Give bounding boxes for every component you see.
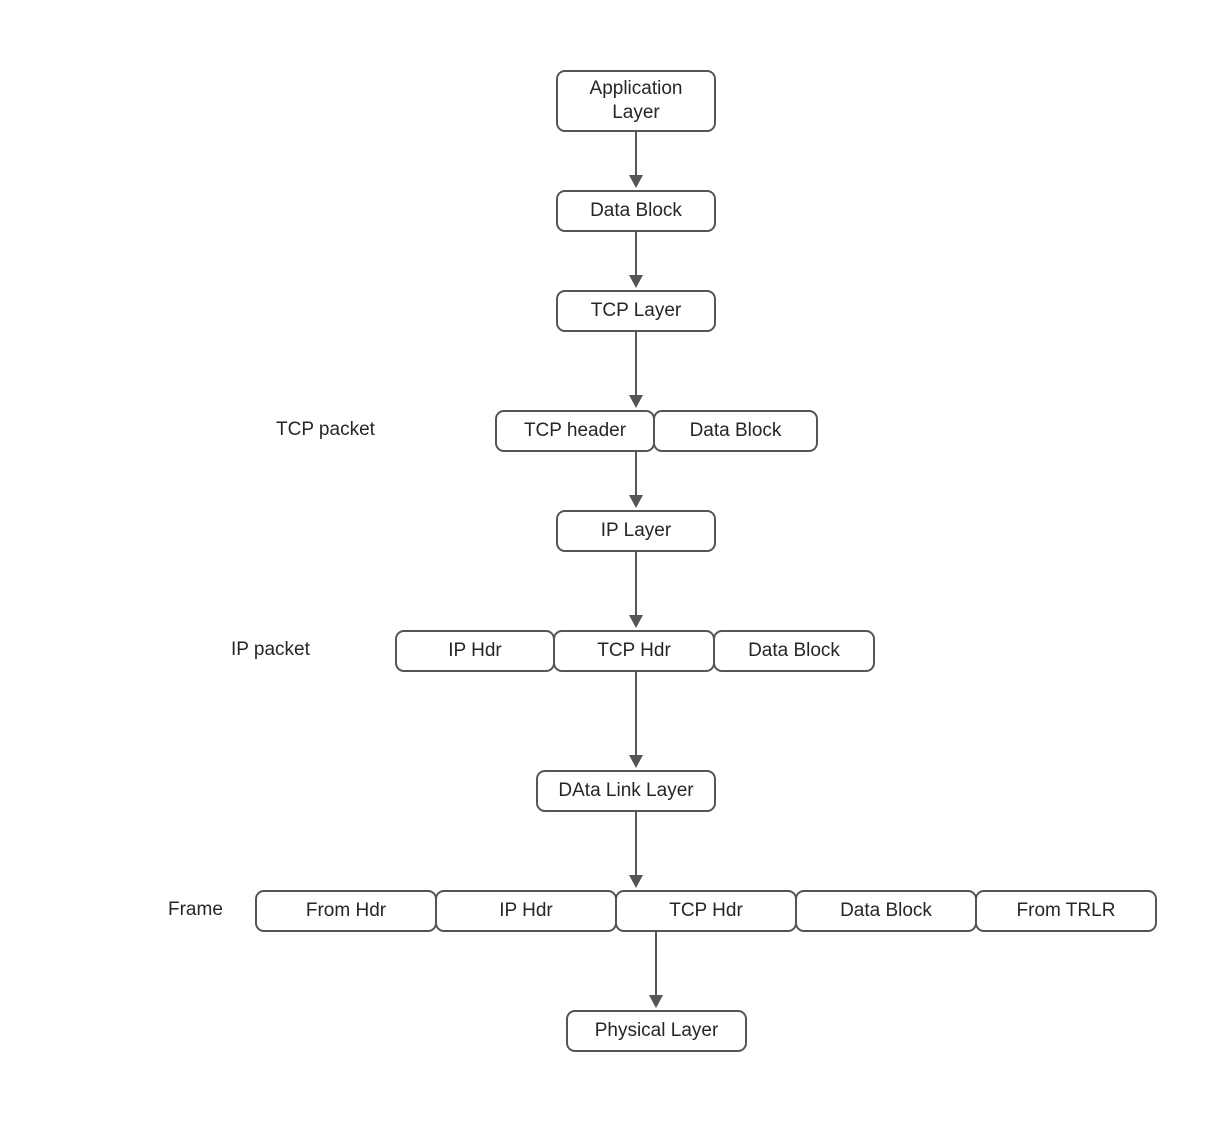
- row-label-ip-packet: IP packet: [231, 639, 310, 660]
- node-tcp-layer: TCP Layer: [556, 290, 716, 332]
- node-application-layer: Application Layer: [556, 70, 716, 132]
- segment-ip-packet-ip-header: IP Hdr: [395, 630, 555, 672]
- segment-frame-tcp-header: TCP Hdr: [615, 890, 797, 932]
- segment-frame-frame-header: From Hdr: [255, 890, 437, 932]
- node-physical-layer: Physical Layer: [566, 1010, 747, 1052]
- segment-frame-ip-header: IP Hdr: [435, 890, 617, 932]
- arrow-datalinklayer-to-frame: [629, 812, 643, 888]
- arrow-datablock-to-tcplayer: [629, 232, 643, 288]
- segment-frame-data-block: Data Block: [795, 890, 977, 932]
- segment-tcp-packet-data-block: Data Block: [653, 410, 818, 452]
- segment-ip-packet-data-block: Data Block: [713, 630, 875, 672]
- arrow-tcplayer-to-tcppacket: [629, 332, 643, 408]
- arrow-tcppacket-to-iplayer: [629, 452, 643, 508]
- row-label-tcp-packet: TCP packet: [276, 419, 375, 440]
- row-label-frame: Frame: [168, 899, 223, 920]
- segment-tcp-packet-tcp-header: TCP header: [495, 410, 655, 452]
- segment-ip-packet-tcp-header: TCP Hdr: [553, 630, 715, 672]
- node-ip-layer: IP Layer: [556, 510, 716, 552]
- segment-frame-frame-trailer: From TRLR: [975, 890, 1157, 932]
- arrow-iplayer-to-ippacket: [629, 552, 643, 628]
- node-data-link-layer: DAta Link Layer: [536, 770, 716, 812]
- arrow-application-to-datablock: [629, 132, 643, 188]
- arrow-ippacket-to-datalinklayer: [629, 672, 643, 768]
- node-data-block: Data Block: [556, 190, 716, 232]
- arrow-frame-to-physicallayer: [649, 932, 663, 1008]
